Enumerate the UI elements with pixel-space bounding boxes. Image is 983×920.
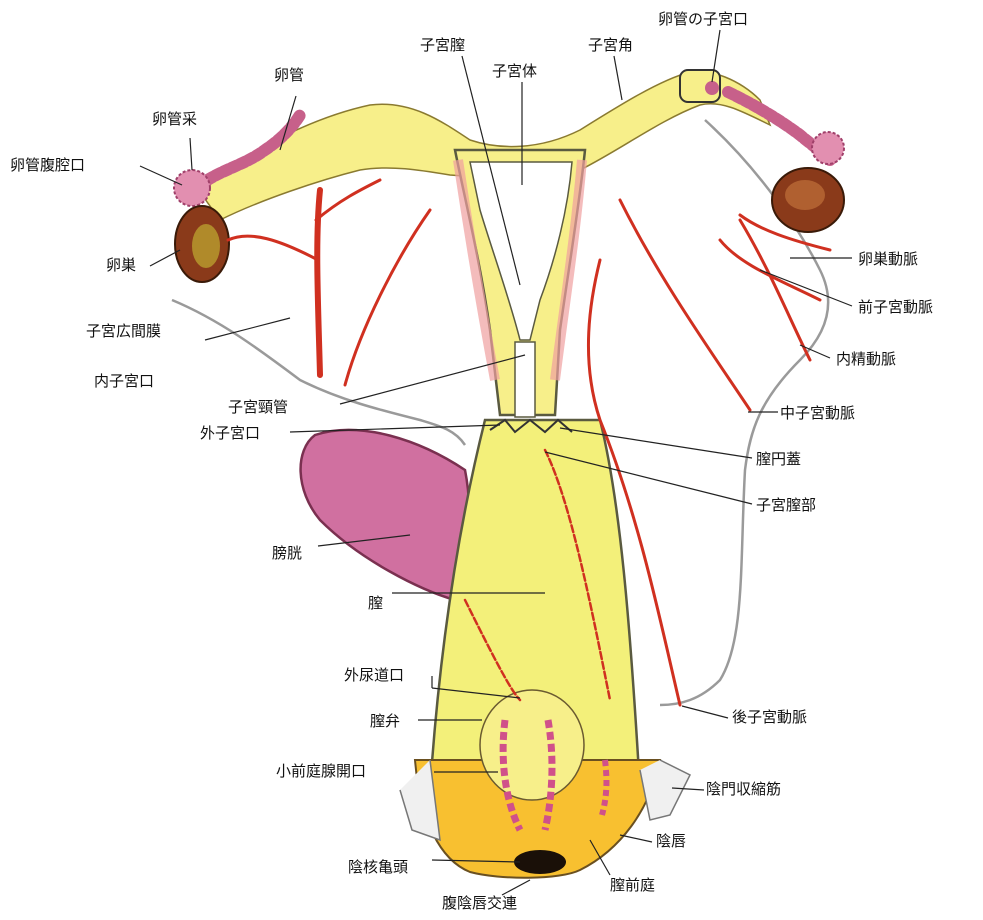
hymen (480, 690, 584, 800)
leader-uterine-horn (614, 56, 622, 100)
left-fimbriae (174, 170, 210, 206)
label-anterior-uterine-artery: 前子宮動脈 (858, 298, 933, 316)
label-labia: 陰唇 (656, 832, 686, 850)
leader-external-os (290, 425, 500, 432)
label-uterine-ostium-of-tube: 卵管の子宮口 (658, 10, 748, 28)
leader-broad-ligament (205, 318, 290, 340)
label-vaginal-fornix: 膣円蓋 (756, 450, 801, 468)
artery-anterior-right (720, 240, 820, 300)
vulvar-constrictor-right (640, 760, 690, 820)
artery-left-branch-3 (345, 210, 430, 385)
label-ventral-commissure: 腹陰唇交連 (442, 894, 517, 912)
uterine-ostium-marker (705, 81, 719, 95)
bladder (301, 430, 470, 600)
label-glans-clitoridis: 陰核亀頭 (348, 858, 408, 876)
artery-left-branch-2 (316, 180, 380, 220)
artery-middle-uterine (620, 200, 750, 410)
label-uterine-horn: 子宮角 (588, 36, 633, 54)
leader-abdominal-ostium (140, 166, 182, 185)
cervical-canal (515, 342, 535, 417)
label-oviduct: 卵管 (274, 66, 304, 84)
glans-clitoridis (514, 850, 566, 874)
label-vulvar-constrictor: 陰門収縮筋 (706, 780, 781, 798)
label-lesser-vestibular-gland-openings: 小前庭腺開口 (276, 762, 366, 780)
label-cervical-canal: 子宮頸管 (228, 398, 288, 416)
label-internal-spermatic-artery: 内精動脈 (836, 350, 896, 368)
label-fimbriae: 卵管采 (152, 110, 197, 128)
label-uterine-vagina: 子宮膣 (420, 36, 465, 54)
artery-left-branch-1 (228, 236, 318, 260)
label-middle-uterine-artery: 中子宮動脈 (780, 404, 855, 422)
label-ovarian-artery: 卵巣動脈 (858, 250, 918, 268)
left-ovary-highlight (192, 224, 220, 268)
right-fimbriae (812, 132, 844, 164)
label-vestibule: 膣前庭 (610, 876, 655, 894)
label-bladder: 膀胱 (272, 544, 302, 562)
label-external-os: 外子宮口 (200, 424, 260, 442)
leader-labia (620, 835, 652, 842)
label-ovary: 卵巣 (106, 256, 136, 274)
label-uterine-body: 子宮体 (492, 62, 537, 80)
leader-fimbriae (190, 138, 192, 170)
label-posterior-uterine-artery: 後子宮動脈 (732, 708, 807, 726)
label-internal-os: 内子宮口 (94, 372, 154, 390)
label-vaginal-part-of-uterus: 子宮膣部 (756, 496, 816, 514)
leader-posterior-uterine (682, 706, 728, 718)
label-abdominal-ostium: 卵管腹腔口 (10, 156, 85, 174)
label-vagina: 膣 (368, 594, 383, 612)
label-external-urethral-orifice: 外尿道口 (344, 666, 404, 684)
right-ovary-highlight (785, 180, 825, 210)
leader-anterior-uterine (760, 270, 852, 306)
label-hymen: 膣弁 (370, 712, 400, 730)
leader-ovary (150, 250, 180, 266)
label-broad-ligament: 子宮広間膜 (86, 322, 161, 340)
leader-ventral-commissure (502, 880, 530, 895)
